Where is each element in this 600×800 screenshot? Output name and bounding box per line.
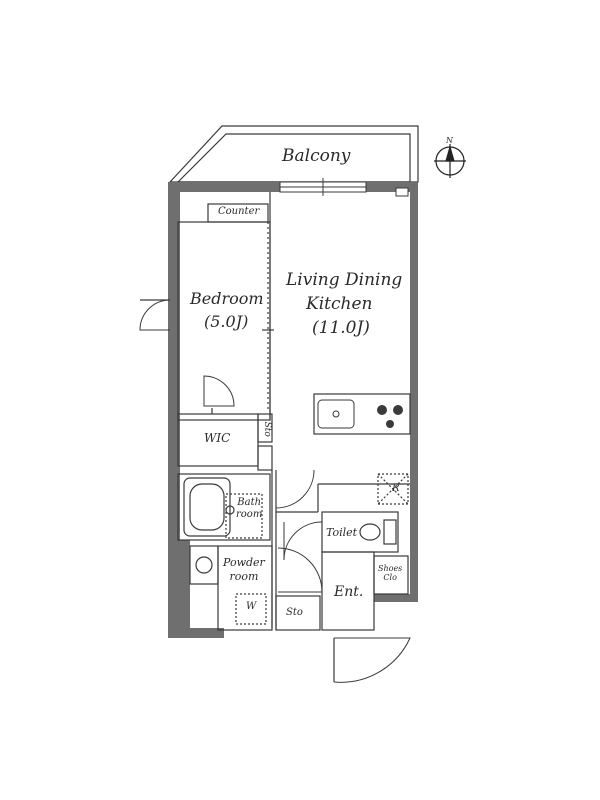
fridge-label: R — [392, 483, 400, 494]
kitchen-fixtures — [317, 399, 403, 429]
bath-label-1: Bath — [237, 497, 262, 508]
counter-label: Counter — [218, 206, 260, 217]
compass-icon — [434, 144, 466, 178]
entrance-label: Ent. — [334, 584, 364, 600]
compass-label: N — [446, 136, 453, 145]
balcony-label: Balcony — [282, 146, 351, 166]
washer-label: W — [246, 601, 257, 612]
shoes-clo-label: Shoes Clo — [378, 564, 402, 582]
powder-label-2: room — [229, 569, 259, 583]
sto-small-label: Sto — [261, 421, 272, 437]
shoes-label-2: Clo — [383, 573, 397, 583]
shoes-label-1: Shoes — [378, 564, 403, 573]
bedroom-label: Bedroom — [190, 289, 264, 308]
wic-label: WIC — [204, 431, 231, 445]
stove-icon — [377, 405, 403, 428]
bath-label: Bath room — [236, 497, 262, 520]
ldk-size: (11.0J) — [312, 318, 370, 338]
sto-label: Sto — [286, 607, 303, 618]
balcony-window — [279, 178, 409, 197]
bedroom-size: (5.0J) — [204, 312, 249, 331]
interior-walls — [139, 192, 411, 683]
bath-label-2: room — [236, 508, 263, 520]
ldk-label-1: Living Dining — [286, 270, 403, 290]
powder-label-1: Powder — [223, 556, 265, 569]
toilet-label: Toilet — [326, 526, 358, 539]
ldk-label-2: Kitchen — [306, 294, 373, 314]
powder-label: Powder room — [223, 556, 265, 584]
exterior-walls — [168, 182, 418, 638]
